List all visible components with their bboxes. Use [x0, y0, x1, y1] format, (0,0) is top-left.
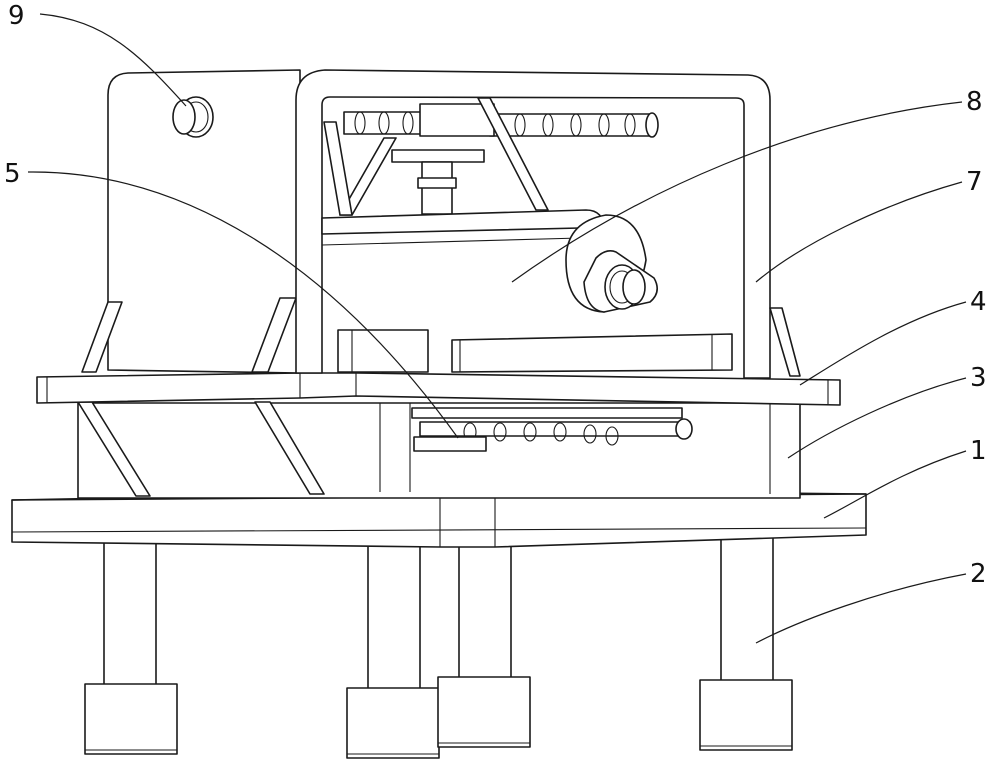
legs — [85, 533, 792, 758]
lower-box — [78, 403, 800, 498]
leg-front-left — [85, 542, 177, 754]
motor-knob-icon — [605, 265, 645, 309]
callout-2: 2 — [970, 559, 987, 589]
callout-1: 1 — [970, 436, 987, 466]
callout-4: 4 — [970, 287, 987, 317]
top-roller-assembly — [324, 98, 658, 215]
inner-blocks — [338, 330, 732, 372]
callout-8: 8 — [966, 87, 983, 117]
leg-back-middle — [438, 533, 530, 747]
callout-7: 7 — [966, 167, 983, 197]
leader-4 — [800, 302, 966, 385]
middle-plate — [37, 373, 840, 405]
callout-9: 9 — [8, 1, 25, 31]
leg-front-middle — [347, 545, 439, 758]
housing — [82, 70, 300, 373]
callout-3: 3 — [970, 363, 987, 393]
callout-5: 5 — [4, 159, 21, 189]
leg-front-right — [700, 537, 792, 750]
leader-7 — [756, 182, 962, 282]
leader-2 — [756, 574, 966, 643]
adjust-knob-icon — [173, 97, 213, 137]
arm-and-motor — [322, 210, 657, 312]
